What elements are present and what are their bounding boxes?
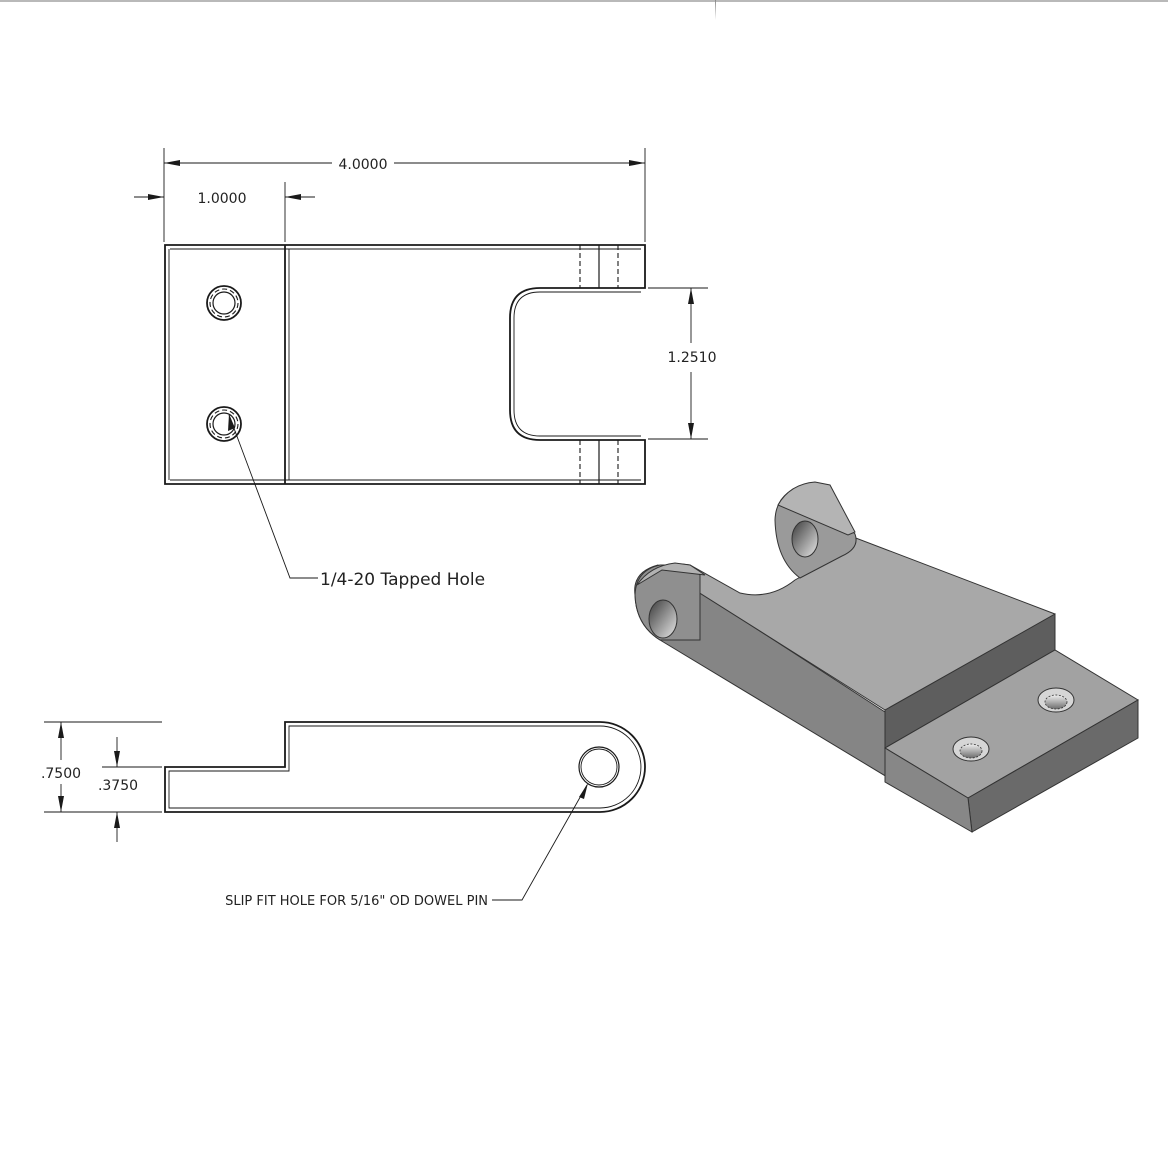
dim-overall-length: 4.0000	[163, 148, 646, 242]
iso-tapped-hole-2	[1037, 687, 1075, 713]
dim-overall-height: .7500	[41, 721, 162, 813]
dim-flange-length-text: 1.0000	[198, 191, 247, 207]
dim-slot-width: 1.2510	[648, 287, 717, 440]
callout-dowel-hole-text: SLIP FIT HOLE FOR 5/16" OD DOWEL PIN	[225, 894, 488, 909]
dim-step-height-text: .3750	[98, 778, 138, 794]
callout-tapped-hole-text: 1/4-20 Tapped Hole	[320, 570, 485, 590]
tapped-hole-lower	[206, 406, 242, 442]
side-view-outline	[164, 721, 646, 813]
iso-pin-hole-far	[791, 520, 819, 558]
top-view-outline	[164, 244, 646, 485]
side-view: .7500 .3750 SLIP FIT HOLE FOR 5/16" OD D…	[41, 721, 646, 909]
callout-dowel-hole: SLIP FIT HOLE FOR 5/16" OD DOWEL PIN	[225, 783, 588, 909]
dim-flange-length: 1.0000	[134, 182, 315, 242]
top-view: 4.0000 1.0000 1.2510	[134, 148, 717, 590]
dim-overall-height-text: .7500	[41, 766, 81, 782]
dim-slot-width-text: 1.2510	[668, 350, 717, 366]
iso-pin-hole-near	[648, 599, 678, 639]
callout-tapped-hole: 1/4-20 Tapped Hole	[228, 414, 485, 590]
dim-overall-length-text: 4.0000	[339, 157, 388, 173]
dim-step-height: .3750	[98, 737, 162, 842]
iso-tapped-hole-1	[952, 736, 990, 762]
sheet-border-tick	[715, 0, 716, 20]
iso-flange-end	[884, 747, 973, 833]
sheet-border-top	[0, 0, 1168, 2]
isometric-view	[634, 481, 1139, 833]
tapped-hole-upper	[206, 285, 242, 321]
